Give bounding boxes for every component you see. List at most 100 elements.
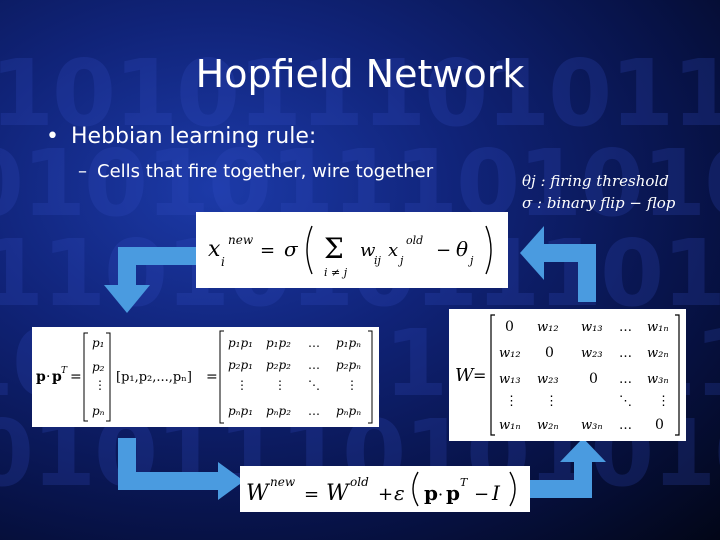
- svg-text:w₃ₙ: w₃ₙ: [581, 418, 603, 433]
- svg-text:T: T: [61, 366, 68, 376]
- svg-text:W: W: [246, 481, 271, 506]
- note-theta: θj : firing threshold: [522, 172, 669, 190]
- svg-text:j: j: [467, 254, 474, 267]
- svg-text:w: w: [360, 240, 376, 261]
- svg-text:p: p: [424, 481, 438, 505]
- svg-text:p₁p₁: p₁p₁: [228, 336, 253, 350]
- svg-text:…: …: [619, 372, 632, 387]
- svg-text:pₙpₙ: pₙpₙ: [336, 404, 361, 418]
- svg-text:⋮: ⋮: [274, 378, 286, 392]
- arrow-up-left: [520, 226, 596, 302]
- svg-text:new: new: [270, 475, 296, 489]
- svg-text:x: x: [208, 237, 221, 262]
- svg-text:w₁₂: w₁₂: [499, 346, 521, 361]
- svg-text:T: T: [460, 476, 469, 489]
- svg-text:p₂p₁: p₂p₁: [228, 358, 253, 372]
- svg-text:old: old: [406, 234, 423, 247]
- svg-text:pₙ: pₙ: [92, 404, 105, 418]
- svg-text:θ: θ: [456, 237, 468, 261]
- svg-text:=: =: [70, 369, 82, 385]
- svg-text:w₂₃: w₂₃: [581, 346, 603, 361]
- svg-text:p: p: [36, 369, 46, 385]
- svg-text:=: =: [260, 240, 275, 261]
- weight-matrix-svg: W = 0 w₁₂ w₁₃ … w₁ₙ w₁₂ 0 w₂₃ … w₂ₙ w₁₃ …: [455, 314, 680, 436]
- threshold-notes: θj : firing threshold σ : binary flip − …: [522, 170, 675, 214]
- svg-text:⋮: ⋮: [657, 394, 670, 409]
- update-rule-svg: x i new = σ Σ i ≠ j w ij x j old − θ j: [208, 225, 492, 279]
- svg-text:0: 0: [655, 417, 664, 433]
- note-sigma: σ : binary flip − flop: [522, 194, 676, 212]
- svg-text:w₂ₙ: w₂ₙ: [647, 346, 669, 361]
- svg-text:…: …: [619, 320, 632, 335]
- svg-text:w₁₃: w₁₃: [581, 320, 603, 335]
- svg-text:·: ·: [438, 485, 443, 504]
- svg-text:new: new: [228, 233, 254, 247]
- svg-text:p₁p₂: p₁p₂: [266, 336, 291, 350]
- svg-text:−: −: [436, 240, 451, 261]
- svg-text:I: I: [491, 481, 501, 505]
- svg-text:ij: ij: [374, 254, 382, 267]
- svg-text:=: =: [206, 369, 218, 385]
- svg-text:…: …: [619, 346, 632, 361]
- svg-text:p₂pₙ: p₂pₙ: [336, 358, 361, 372]
- outer-product-equation: p · p T = p₁ p₂ ⋮ pₙ [p₁,p₂,...,pₙ] = p₁…: [32, 327, 379, 427]
- svg-text:…: …: [308, 336, 320, 350]
- svg-text:⋮: ⋮: [94, 378, 106, 392]
- svg-text:p: p: [446, 481, 460, 505]
- svg-text:p₂: p₂: [92, 360, 105, 374]
- svg-text:i: i: [221, 255, 225, 269]
- svg-text:p: p: [52, 369, 62, 385]
- learning-rule-equation: W new = W old + ε p · p T − I: [240, 466, 530, 512]
- svg-text:⋮: ⋮: [505, 394, 518, 409]
- svg-text:w₁ₙ: w₁ₙ: [647, 320, 669, 335]
- sub-bullet-cells: –Cells that fire together, wire together: [78, 161, 433, 182]
- slide-title: Hopfield Network: [195, 52, 525, 96]
- weight-matrix-equation: W = 0 w₁₂ w₁₃ … w₁ₙ w₁₂ 0 w₂₃ … w₂ₙ w₁₃ …: [449, 309, 686, 441]
- svg-text:…: …: [619, 418, 632, 433]
- svg-text:old: old: [350, 475, 369, 489]
- svg-text:⋮: ⋮: [346, 378, 358, 392]
- svg-text:=: =: [473, 366, 486, 385]
- svg-text:=: =: [304, 484, 319, 505]
- svg-text:·: ·: [46, 369, 50, 385]
- svg-text:⋱: ⋱: [619, 394, 632, 409]
- svg-text:pₙp₂: pₙp₂: [266, 404, 291, 418]
- update-rule-equation: x i new = σ Σ i ≠ j w ij x j old − θ j: [196, 212, 508, 288]
- svg-text:0: 0: [545, 345, 554, 361]
- arrow-right-up: [528, 438, 606, 498]
- svg-text:σ: σ: [284, 237, 299, 261]
- svg-text:w₂₃: w₂₃: [537, 372, 559, 387]
- svg-text:−: −: [474, 484, 489, 505]
- arrow-left-down: [104, 247, 202, 313]
- sub-bullet-text: Cells that fire together, wire together: [97, 161, 434, 182]
- svg-text:…: …: [308, 404, 320, 418]
- svg-text:w₂ₙ: w₂ₙ: [537, 418, 559, 433]
- svg-text:i ≠ j: i ≠ j: [324, 266, 348, 279]
- outer-product-svg: p · p T = p₁ p₂ ⋮ pₙ [p₁,p₂,...,pₙ] = p₁…: [36, 330, 373, 424]
- learning-rule-svg: W new = W old + ε p · p T − I: [246, 471, 516, 507]
- svg-text:Σ: Σ: [324, 232, 344, 265]
- svg-text:+: +: [378, 484, 393, 505]
- svg-text:ε: ε: [394, 481, 405, 505]
- svg-text:pₙp₁: pₙp₁: [228, 404, 253, 418]
- bullet-hebbian: •Hebbian learning rule:: [46, 124, 316, 149]
- svg-text:w₁ₙ: w₁ₙ: [499, 418, 521, 433]
- svg-text:j: j: [397, 254, 404, 267]
- svg-text:[p₁,p₂,...,pₙ]: [p₁,p₂,...,pₙ]: [116, 370, 192, 385]
- svg-text:…: …: [308, 358, 320, 372]
- svg-text:0: 0: [589, 371, 598, 387]
- svg-text:p₂p₂: p₂p₂: [266, 358, 291, 372]
- svg-text:w₁₂: w₁₂: [537, 320, 559, 335]
- svg-text:W: W: [326, 481, 351, 506]
- svg-text:0: 0: [505, 319, 514, 335]
- svg-text:x: x: [388, 240, 398, 261]
- svg-text:w₃ₙ: w₃ₙ: [647, 372, 669, 387]
- svg-text:⋮: ⋮: [545, 394, 558, 409]
- bullet-text: Hebbian learning rule:: [70, 124, 317, 149]
- svg-text:w₁₃: w₁₃: [499, 372, 521, 387]
- svg-text:⋱: ⋱: [308, 378, 320, 392]
- arrow-down-right: [118, 438, 244, 500]
- svg-text:p₁pₙ: p₁pₙ: [336, 336, 361, 350]
- svg-text:⋮: ⋮: [236, 378, 248, 392]
